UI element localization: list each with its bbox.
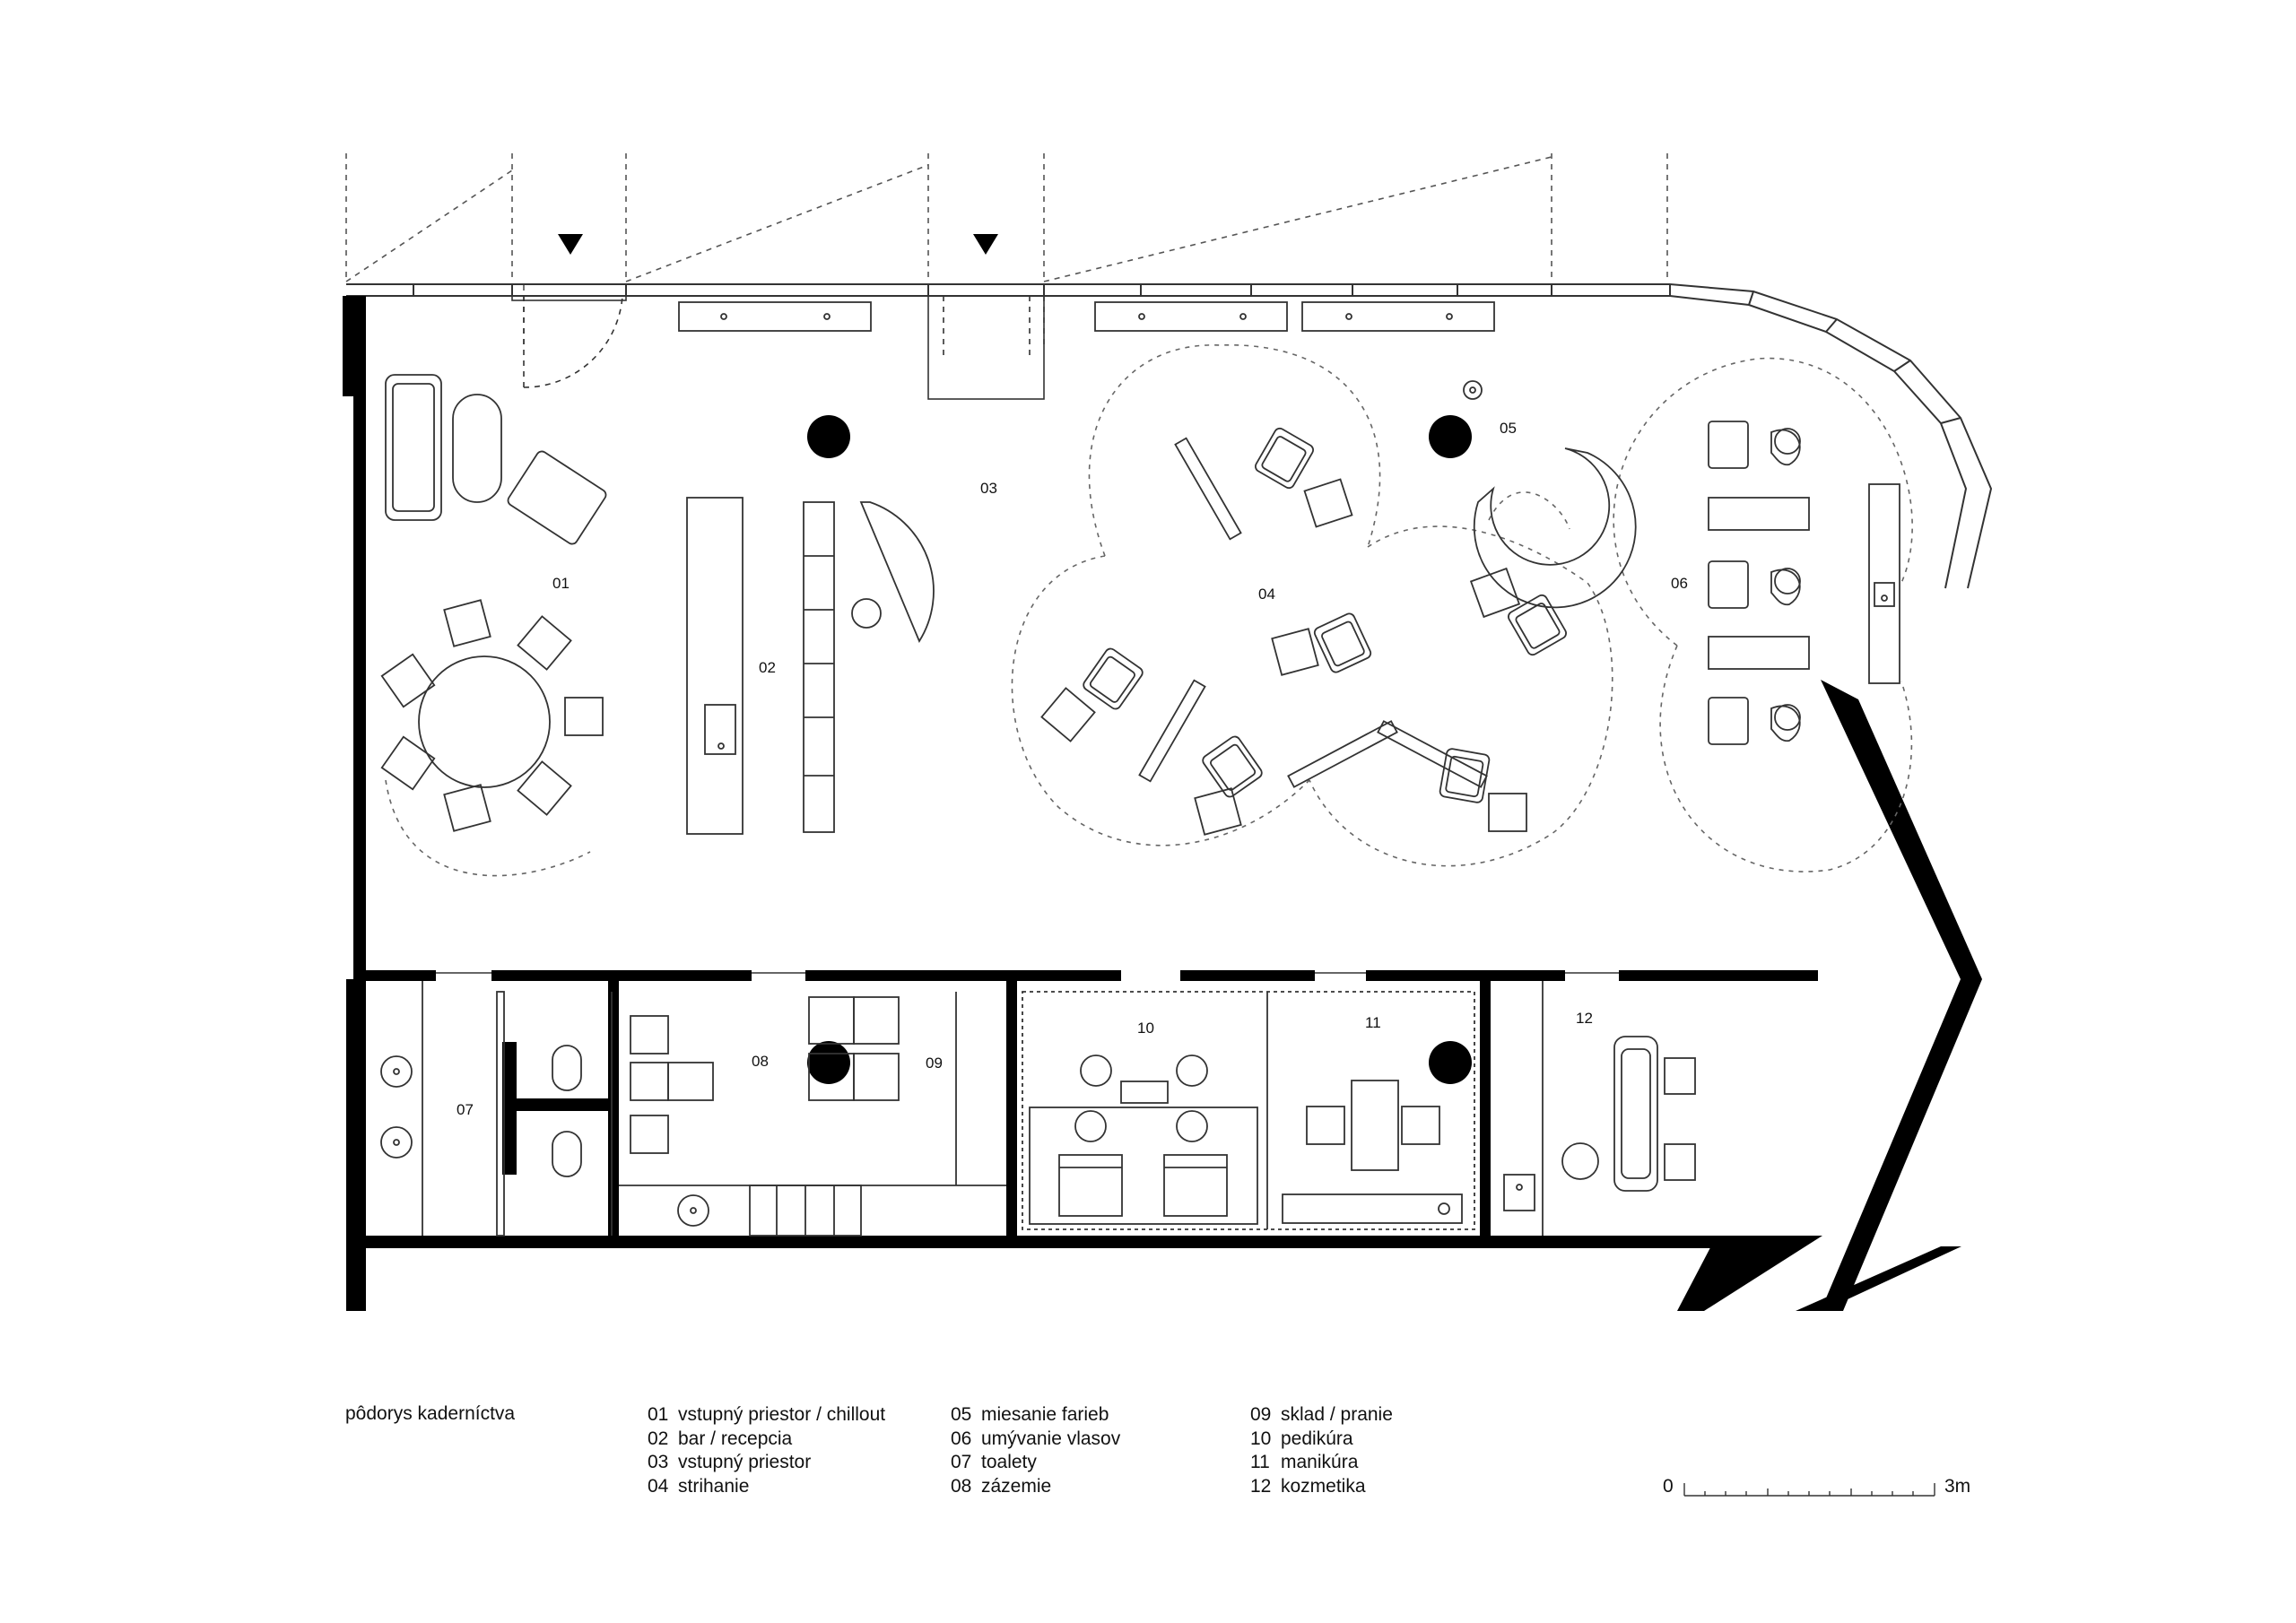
column xyxy=(1429,415,1472,458)
bench xyxy=(1708,636,1810,670)
wash-unit xyxy=(1708,697,1801,745)
wash-unit xyxy=(1708,560,1801,609)
room-number-03: 03 xyxy=(980,480,997,497)
entrance-arrow-icon xyxy=(558,234,583,255)
room-number-01: 01 xyxy=(552,575,570,592)
structural-walls xyxy=(343,296,1982,1311)
chillout-furniture xyxy=(380,374,607,832)
column xyxy=(807,415,850,458)
bar-counter xyxy=(686,497,744,835)
armchair xyxy=(507,450,607,545)
cosmetics-furniture xyxy=(1503,981,1696,1236)
stool xyxy=(1469,567,1521,619)
columns xyxy=(807,415,1472,1084)
stool xyxy=(1271,628,1319,676)
room-number-12: 12 xyxy=(1576,1010,1593,1027)
stool xyxy=(1194,787,1242,836)
entrance-doors xyxy=(511,295,1045,400)
room-number-04: 04 xyxy=(1258,586,1275,603)
chair xyxy=(443,784,491,832)
room-number-09: 09 xyxy=(926,1055,943,1072)
chair xyxy=(564,697,604,736)
pedicure-manicure xyxy=(1022,991,1475,1230)
bench xyxy=(1708,497,1810,531)
facade-shelves xyxy=(678,301,1495,332)
sofa xyxy=(385,374,442,521)
column xyxy=(1429,1041,1472,1084)
styling-chair xyxy=(1083,647,1144,710)
color-mixing-counter xyxy=(1463,380,1637,609)
cutting-furniture xyxy=(1040,427,1567,836)
mirror xyxy=(1138,679,1206,783)
bar-furniture xyxy=(686,497,935,835)
mirror-counter xyxy=(1377,720,1488,788)
chair xyxy=(517,760,572,816)
styling-chair xyxy=(1439,748,1491,803)
chair xyxy=(380,735,436,791)
styling-chair xyxy=(1255,427,1314,490)
mirror xyxy=(1174,437,1242,541)
chair xyxy=(443,599,491,647)
column xyxy=(807,1041,850,1084)
scale-start-label: 0 xyxy=(1663,1476,1674,1497)
styling-chair xyxy=(1202,735,1263,798)
scale-bar xyxy=(1683,1483,1935,1497)
toilets xyxy=(380,981,613,1237)
washing-furniture xyxy=(1708,421,1900,745)
room-number-07: 07 xyxy=(457,1101,474,1118)
wash-counter xyxy=(1868,483,1900,684)
chair xyxy=(380,653,436,708)
stool xyxy=(851,598,882,629)
reception-desk xyxy=(859,501,935,643)
stool xyxy=(1488,793,1527,832)
canopy-lines xyxy=(345,153,1668,344)
scale-end-label: 3m xyxy=(1944,1476,1971,1497)
storage-furniture xyxy=(619,992,1006,1237)
glass-facade xyxy=(346,283,1993,589)
wash-unit xyxy=(1708,421,1801,469)
round-table xyxy=(418,655,551,788)
room-number-06: 06 xyxy=(1671,575,1688,592)
room-labels: 01 02 03 04 05 06 07 08 09 10 11 12 xyxy=(457,420,1688,1118)
styling-chair xyxy=(1508,594,1567,656)
plan-title: pôdorys kaderníctva xyxy=(345,1403,516,1424)
stool xyxy=(1303,478,1353,528)
zone-boundaries xyxy=(385,344,1913,877)
room-number-10: 10 xyxy=(1137,1020,1154,1037)
stool xyxy=(1040,687,1096,742)
room-number-11: 11 xyxy=(1365,1014,1381,1031)
armchair xyxy=(452,394,502,503)
shelf xyxy=(803,501,835,833)
room-number-08: 08 xyxy=(752,1053,769,1070)
entrance-arrow-icon xyxy=(973,234,998,255)
chair xyxy=(517,615,572,671)
room-number-02: 02 xyxy=(759,659,776,676)
mirror-counter xyxy=(1287,720,1398,788)
room-number-05: 05 xyxy=(1500,420,1517,437)
styling-chair xyxy=(1313,612,1372,673)
